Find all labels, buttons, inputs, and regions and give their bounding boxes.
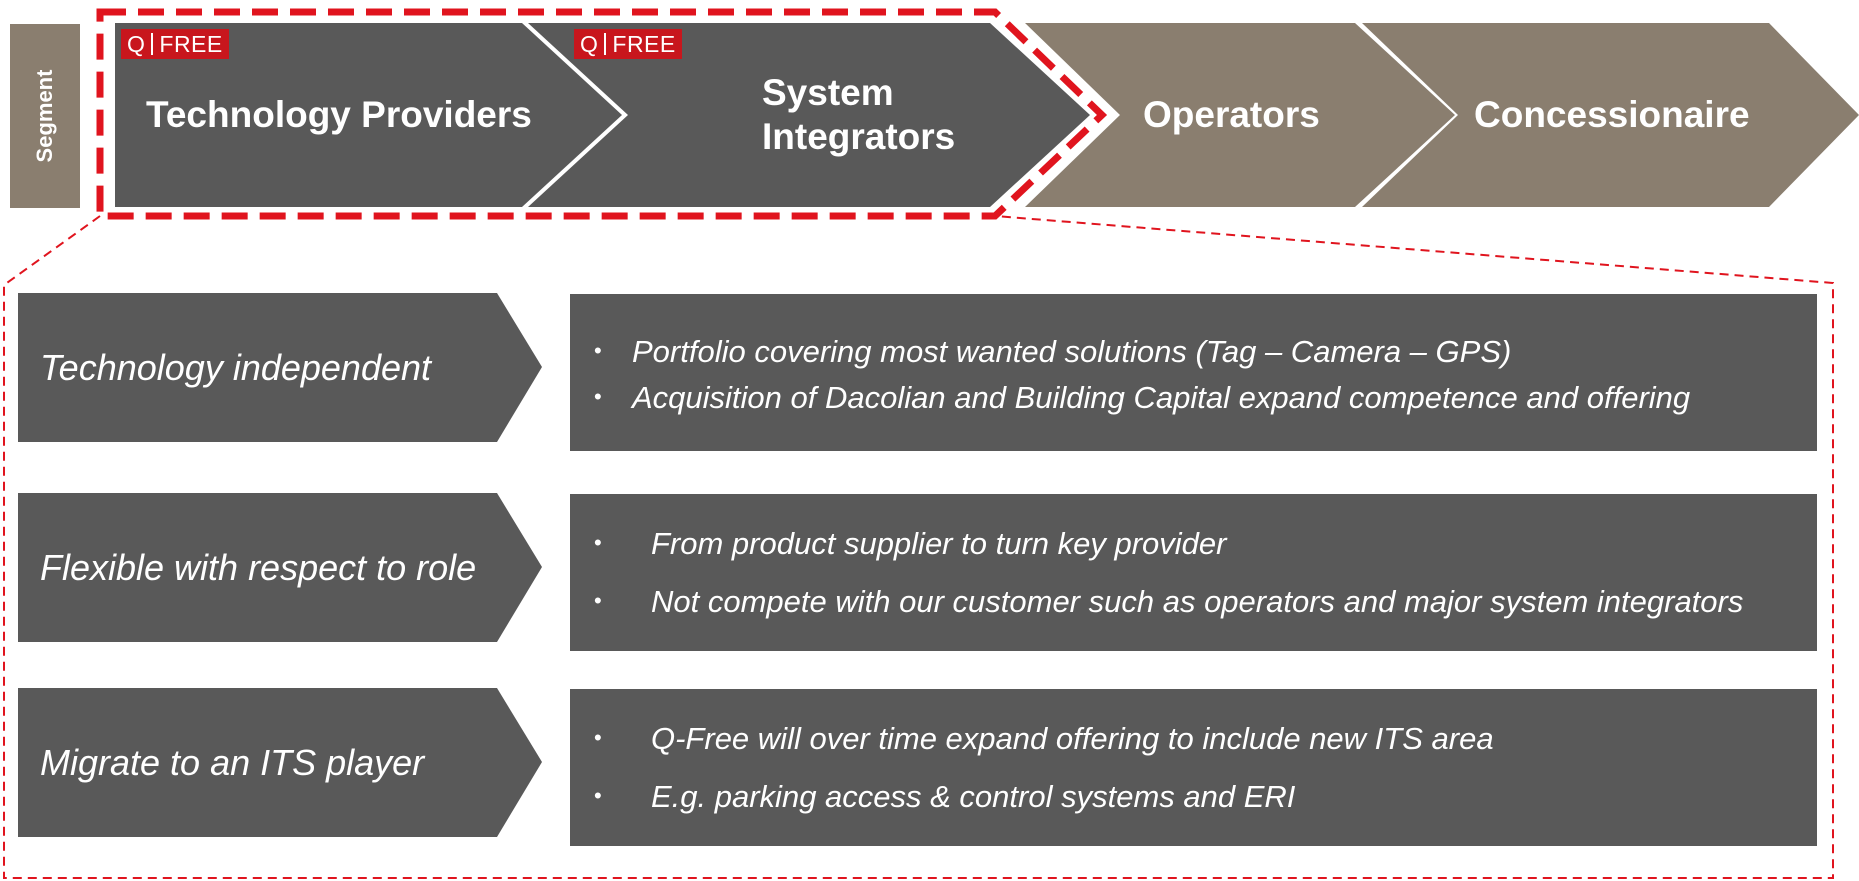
list-item: • Not compete with our customer such as … — [594, 584, 1744, 642]
chevron-system-integrators — [528, 23, 1090, 207]
chain-label-concessionaire: Concessionaire — [1474, 94, 1750, 135]
bullet-dot: • — [594, 783, 602, 808]
row-3-bullet-1: Q-Free will over time expand offering to… — [651, 721, 1494, 756]
row-1-bullet-1: Portfolio covering most wanted solutions… — [632, 334, 1512, 369]
row-2-heading: Flexible with respect to role — [40, 546, 477, 588]
qfree-logo-badge: Q FREE — [121, 29, 229, 59]
chain-label-operators: Operators — [1143, 94, 1320, 135]
chain-label-technology-providers: Technology Providers — [146, 94, 532, 135]
qfree-logo-free: FREE — [159, 31, 223, 57]
callout-dashed-frame — [3, 215, 1834, 879]
qfree-logo-divider — [604, 33, 607, 55]
row-1-arrow-shape — [18, 293, 542, 442]
row-2-bullet-2: Not compete with our customer such as op… — [651, 584, 1744, 619]
row-1-bullet-2: Acquisition of Dacolian and Building Cap… — [632, 380, 1691, 415]
row-3-bullets: • Q-Free will over time expand offering … — [594, 721, 1494, 837]
bullet-dot: • — [594, 588, 602, 613]
chevron-operators — [1025, 23, 1455, 207]
row-1-bullets: • Portfolio covering most wanted solutio… — [594, 334, 1691, 426]
list-item: • E.g. parking access & control systems … — [594, 779, 1494, 837]
qfree-logo-badge: Q FREE — [574, 29, 682, 59]
row-1-panel: • Portfolio covering most wanted solutio… — [570, 294, 1817, 451]
bullet-dot: • — [594, 384, 602, 409]
row-3-bullet-2: E.g. parking access & control systems an… — [651, 779, 1296, 814]
chevron-concessionaire — [1362, 23, 1859, 207]
bullet-dot: • — [594, 338, 602, 363]
row-1-heading: Technology independent — [40, 346, 432, 388]
row-3-heading: Migrate to an ITS player — [40, 741, 425, 783]
segment-label: Segment — [32, 69, 57, 163]
qfree-logo-divider — [151, 33, 154, 55]
list-item: • Acquisition of Dacolian and Building C… — [594, 380, 1691, 426]
row-2-bullet-1: From product supplier to turn key provid… — [651, 526, 1227, 561]
segment-label-box: Segment — [10, 24, 80, 208]
row-3-panel: • Q-Free will over time expand offering … — [570, 689, 1817, 846]
highlight-dashed-frame — [96, 8, 1108, 220]
bullet-dot: • — [594, 530, 602, 555]
list-item: • Q-Free will over time expand offering … — [594, 721, 1494, 779]
qfree-logo-free: FREE — [612, 31, 676, 57]
list-item: • Portfolio covering most wanted solutio… — [594, 334, 1690, 380]
list-item: • From product supplier to turn key prov… — [594, 526, 1743, 584]
row-2-bullets: • From product supplier to turn key prov… — [594, 526, 1744, 642]
row-2-panel: • From product supplier to turn key prov… — [570, 494, 1817, 651]
qfree-logo-q: Q — [580, 31, 599, 57]
bullet-dot: • — [594, 725, 602, 750]
row-3-arrow-shape — [18, 688, 542, 837]
row-2-arrow-shape — [18, 493, 542, 642]
chain-label-system-integrators: System Integrators — [762, 72, 956, 157]
chevron-technology-providers — [115, 23, 622, 207]
qfree-logo-q: Q — [127, 31, 146, 57]
